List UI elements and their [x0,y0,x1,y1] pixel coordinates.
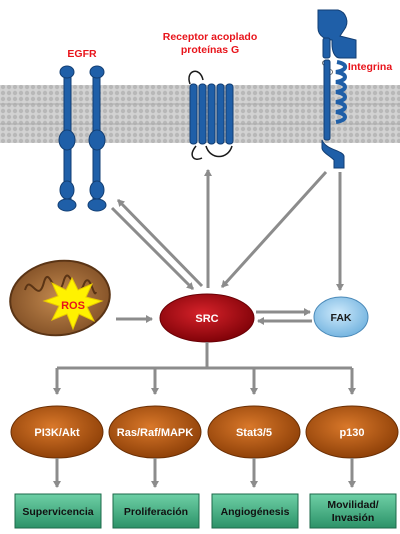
outcome-label-line2: Invasión [332,512,375,524]
outcome-label: Proliferación [124,506,188,518]
gpcr-receptor-icon [188,70,234,160]
arrows-receptors-src [110,169,344,325]
pathway-label: Stat3/5 [236,427,272,439]
pathway-node-pi3k: PI3K/Akt [10,405,104,459]
arrows-pathways-outcomes [53,458,356,488]
outcome-label-line1: Movilidad/ [327,499,378,511]
arrow-src-to-egfr [116,198,204,288]
arrow-integrin-to-src [220,170,328,289]
integrin-receptor-icon [317,9,357,169]
arrow-egfr-to-src [110,206,195,291]
src-node: SRC [159,293,255,343]
egfr-label: EGFR [67,48,97,60]
outcome-box-angiogenesis: Angiogénesis [211,493,299,529]
ros-burst-icon [42,276,104,331]
outcome-label: Supervicencia [22,506,93,518]
fak-node: FAK [313,296,369,338]
outcome-label: Angiogénesis [221,506,290,518]
outcome-box-movilidad: Movilidad/ Invasión [309,493,397,529]
pathway-label: PI3K/Akt [34,427,80,439]
ros-label: ROS [61,300,85,312]
pathway-node-p130: p130 [305,405,399,459]
arrows-src-pathways [53,342,356,395]
pathway-label: p130 [339,427,364,439]
gpcr-label-line1: Receptor acoplado [163,31,258,43]
pathway-label: Ras/Raf/MAPK [117,427,193,439]
egfr-receptor-icon [57,65,107,212]
outcome-box-supervivencia: Supervicencia [14,493,102,529]
src-label: SRC [195,313,218,325]
outcome-box-proliferacion: Proliferación [112,493,200,529]
fak-label: FAK [331,312,352,324]
pathway-node-ras: Ras/Raf/MAPK [108,405,202,459]
gpcr-label-line2: proteínas G [181,44,239,56]
pathway-node-stat: Stat3/5 [207,405,301,459]
integrin-label: Integrina [348,61,392,73]
